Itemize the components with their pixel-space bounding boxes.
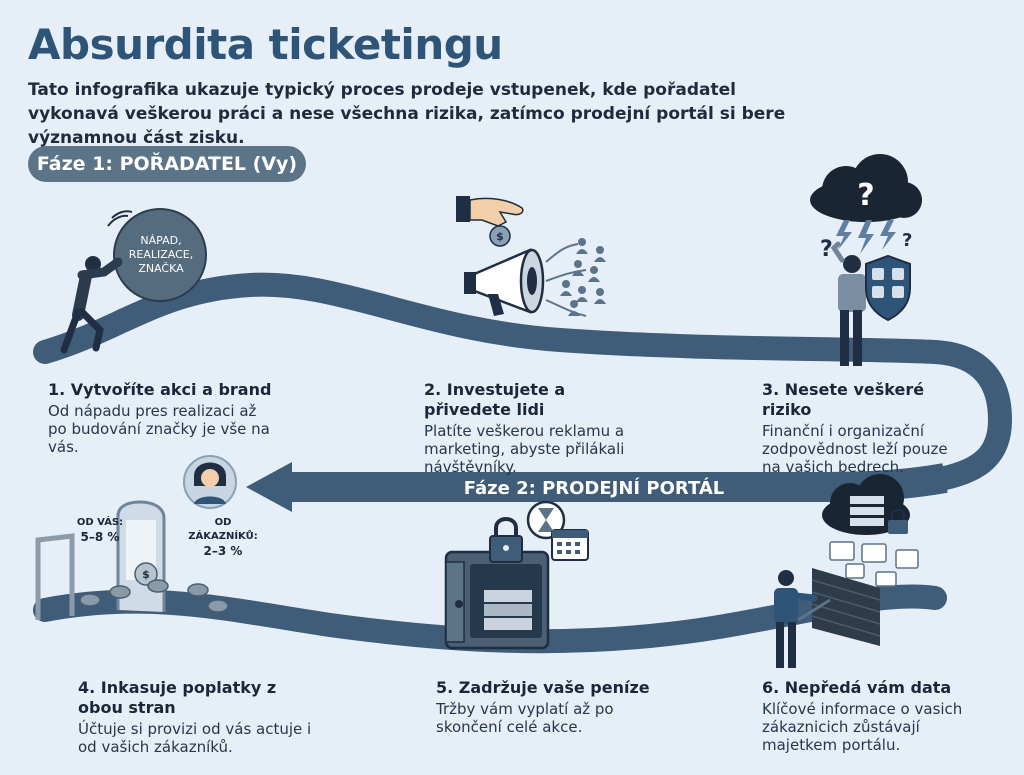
boulder-text: NÁPAD, REALIZACE, ZNAČKA — [128, 234, 194, 275]
svg-text:?: ? — [857, 178, 874, 213]
brick-wall-icon — [811, 568, 881, 646]
hand-coin-icon: $ — [456, 196, 524, 247]
phase2-label: Fáze 2: PRODEJNÍ PORTÁL — [463, 478, 725, 499]
step-4-title: 4. Inkasuje poplatky z obou stran — [78, 678, 277, 717]
woman-avatar-icon — [183, 455, 237, 509]
step-6-title: 6. Nepředá vám data — [762, 678, 952, 697]
step-1-title: 1. Vytvoříte akci a brand — [48, 380, 272, 399]
phase1-road — [33, 272, 1013, 490]
step-2-title: 2. Investujete a přivedete lidi — [424, 380, 566, 419]
cloud-server-icon — [822, 474, 910, 535]
safe-icon — [444, 550, 550, 650]
worried-person-icon — [830, 241, 866, 366]
svg-text:?: ? — [902, 230, 912, 251]
fee-from-you-label: OD VÁS: — [76, 517, 124, 528]
fee-from-you: OD VÁS: 5–8 % — [70, 516, 130, 544]
person-pushing-boulder-icon — [60, 208, 207, 354]
coin-icon: $ — [79, 562, 229, 613]
step-5-text: Tržby vám vyplatí až po skončení celé ak… — [436, 700, 614, 736]
fee-from-customers-label: OD ZÁKAZNÍKŮ: — [188, 517, 258, 542]
step-1-text: Od nápadu pres realizaci až po budování … — [48, 402, 270, 456]
svg-text:$: $ — [142, 568, 150, 581]
storm-cloud-icon: ? ? ? — [810, 154, 922, 262]
step-5: 5. Zadržuje vaše peníze Tržby vám vyplat… — [436, 678, 666, 736]
audience-icon — [545, 238, 606, 317]
step-5-title: 5. Zadržuje vaše peníze — [436, 678, 650, 697]
padlock-icon — [489, 517, 523, 563]
phase2-arrowhead — [246, 462, 292, 512]
page-title: Absurdita ticketingu — [28, 20, 503, 69]
fee-from-customers: OD ZÁKAZNÍKŮ: 2–3 % — [180, 516, 266, 558]
step-2-text: Platíte veškerou reklamu a marketing, ab… — [424, 422, 625, 476]
step-3-text: Finanční i organizační zodpovědnost leží… — [762, 422, 948, 476]
step-4-text: Účtuje si provizi od vás actuje i od vaš… — [78, 720, 312, 756]
phase1-label: Fáze 1: POŘADATEL (Vy) — [28, 146, 306, 182]
megaphone-icon — [464, 248, 545, 316]
step-1: 1. Vytvoříte akci a brand Od nápadu pres… — [48, 380, 278, 456]
step-6-text: Klíčové informace o vasich zákaznicich z… — [762, 700, 963, 754]
intro-text: Tato infografika ukazuje typický proces … — [28, 80, 786, 148]
man-icon — [774, 570, 831, 668]
shield-icon — [865, 254, 911, 322]
step-2: 2. Investujete a přivedete lidi Platíte … — [424, 380, 654, 476]
data-icons — [829, 541, 919, 587]
svg-text:?: ? — [820, 237, 833, 262]
svg-text:$: $ — [496, 230, 504, 243]
fee-from-customers-value: 2–3 % — [203, 544, 243, 558]
step-4: 4. Inkasuje poplatky z obou stran Účtuje… — [78, 678, 318, 756]
calendar-icon — [551, 529, 589, 561]
fee-from-you-value: 5–8 % — [80, 530, 120, 544]
step-6: 6. Nepředá vám data Klíčové informace o … — [762, 678, 982, 754]
gate-icon — [35, 500, 166, 620]
step-3: 3. Nesete veškeré riziko Finanční i orga… — [762, 380, 967, 476]
step-3-title: 3. Nesete veškeré riziko — [762, 380, 925, 419]
